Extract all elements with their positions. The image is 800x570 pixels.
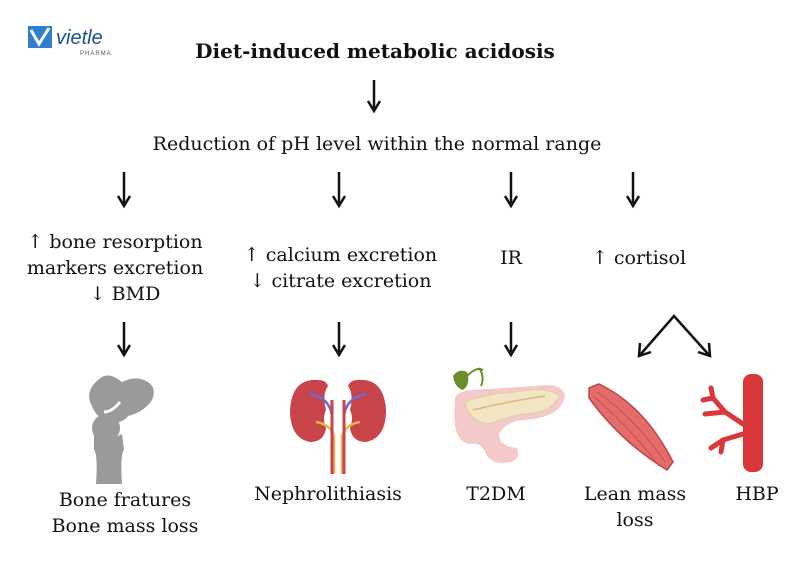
arrow-cortisol-split — [639, 314, 710, 356]
lean-mass-outcome-2: loss — [616, 509, 654, 531]
bone-joint-icon — [89, 375, 154, 484]
blood-vessel-icon — [700, 374, 763, 472]
bone-outcome-1: Bone fratures — [58, 489, 192, 511]
logo-mark-icon: vietle PHARMA — [28, 26, 112, 57]
kidney-effect-2: ↓ citrate excretion — [249, 270, 432, 292]
kidney-effect-1: ↑ calcium excretion — [243, 244, 438, 266]
bone-effect-3: ↓ BMD — [89, 283, 161, 305]
muscle-icon — [588, 383, 674, 471]
logo-brand-text: vietle — [56, 27, 103, 49]
ph-reduction-label: Reduction of pH level within the normal … — [152, 133, 602, 155]
hbp-outcome: HBP — [735, 483, 779, 505]
bone-effects: ↑ bone resorption markers excretion ↓ BM… — [10, 229, 220, 307]
logo-sub-text: PHARMA — [80, 51, 112, 57]
kidney-outcome: Nephrolithiasis — [254, 483, 402, 505]
vietle-pharma-logo: vietle PHARMA — [28, 22, 138, 62]
bone-outcome: Bone fratures Bone mass loss — [30, 487, 220, 539]
lean-mass-outcome: Lean mass loss — [580, 481, 690, 533]
bone-outcome-2: Bone mass loss — [51, 515, 199, 537]
ir-effect: IR — [500, 247, 522, 269]
bone-effect-2: markers excretion — [26, 257, 204, 279]
kidney-icon — [290, 379, 386, 474]
pancreas-icon — [453, 367, 565, 463]
cortisol-effect: ↑ cortisol — [591, 247, 687, 269]
kidney-effects: ↑ calcium excretion ↓ citrate excretion — [233, 242, 448, 294]
page-title: Diet-induced metabolic acidosis — [195, 39, 555, 63]
ir-outcome: T2DM — [466, 483, 526, 505]
lean-mass-outcome-1: Lean mass — [583, 483, 687, 505]
bone-effect-1: ↑ bone resorption — [27, 231, 203, 253]
